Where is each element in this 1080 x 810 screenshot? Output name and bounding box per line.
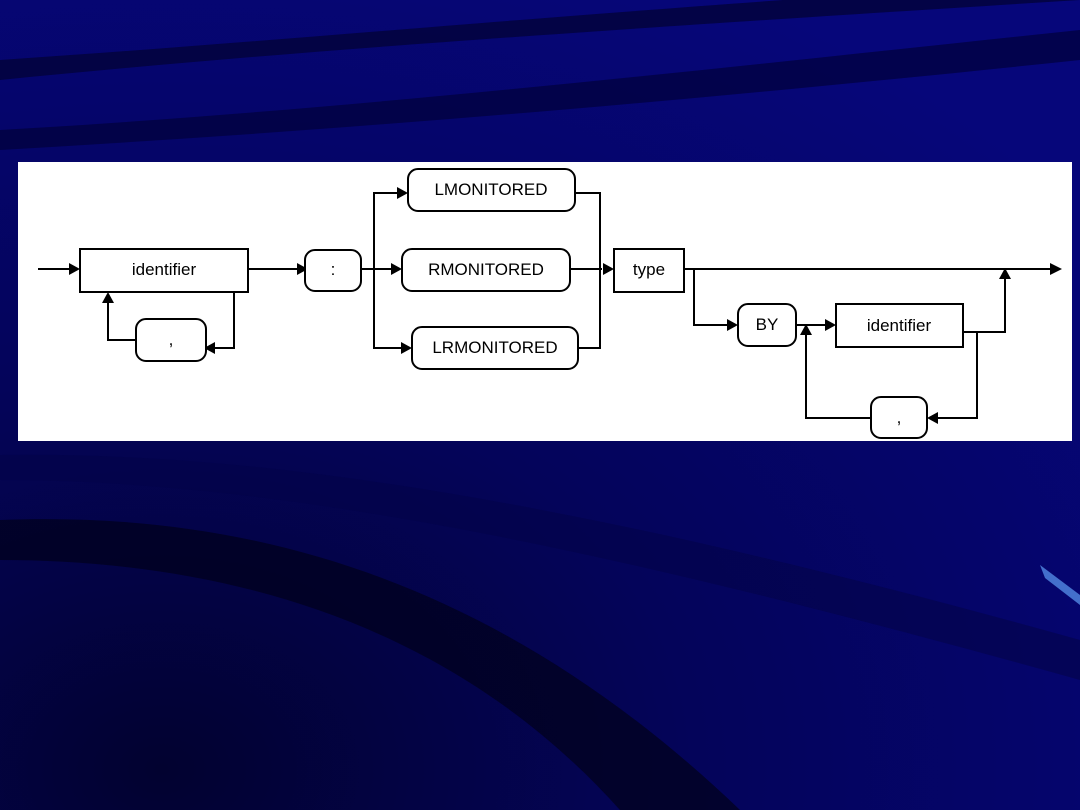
node-comma-2-label: , [897, 408, 902, 427]
node-by-label: BY [756, 315, 779, 334]
node-by-terminal: BY [737, 303, 797, 347]
node-colon-terminal: : [304, 249, 362, 292]
node-identifier-label: identifier [132, 260, 197, 279]
node-identifier-2-label: identifier [867, 316, 932, 335]
node-comma-label: , [169, 330, 174, 349]
railroad-diagram: identifier , : LMONITORED RMONITORED LRM… [38, 168, 1062, 439]
node-identifier-2-nonterminal: identifier [835, 303, 964, 348]
syntax-diagram-panel: identifier , : LMONITORED RMONITORED LRM… [18, 162, 1072, 441]
node-identifier-nonterminal: identifier [79, 248, 249, 293]
node-lmonitored-terminal: LMONITORED [407, 168, 576, 212]
node-lmonitored-label: LMONITORED [434, 180, 547, 199]
node-type-nonterminal: type [613, 248, 685, 293]
node-rmonitored-terminal: RMONITORED [401, 248, 571, 292]
node-rmonitored-label: RMONITORED [428, 260, 544, 279]
diagram-lines [38, 192, 1052, 419]
node-lrmonitored-label: LRMONITORED [432, 338, 557, 357]
diagram-arrowheads [69, 187, 1062, 424]
node-comma-2-terminal: , [870, 396, 928, 439]
node-colon-label: : [331, 260, 336, 279]
node-comma-terminal: , [135, 318, 207, 362]
node-type-label: type [633, 260, 665, 279]
node-lrmonitored-terminal: LRMONITORED [411, 326, 579, 370]
